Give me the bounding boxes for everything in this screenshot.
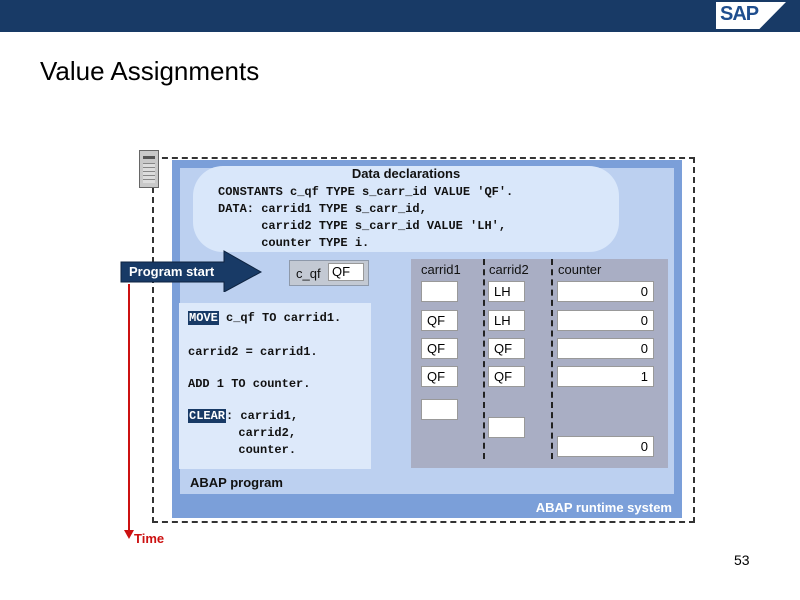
carrid1-cell [421,399,458,420]
statement-line: carrid2, [188,426,296,440]
counter-cell: 0 [557,310,654,331]
variables-panel: carrid1 carrid2 counter LH 0 QF LH 0 QF … [411,259,668,468]
page-title: Value Assignments [40,56,260,86]
sap-logo: SAP [716,2,786,29]
constant-box: c_qf QF [289,260,369,286]
program-start-arrow [120,250,263,292]
carrid1-cell [421,281,458,302]
statement-text: carrid2, [188,426,297,440]
data-declarations-bubble: Data declarations CONSTANTS c_qf TYPE s_… [193,166,619,252]
header-bar: SAP [0,0,800,32]
counter-cell: 1 [557,366,654,387]
statement-text: carrid2 = carrid1. [188,345,318,359]
column-header-carrid2: carrid2 [489,262,529,277]
carrid2-cell: LH [488,310,525,331]
statement-text: counter. [188,443,297,457]
time-frame-border [152,157,695,523]
page-number: 53 [734,552,750,568]
column-separator [483,259,485,459]
program-label: ABAP program [190,475,283,490]
statement-text: : carrid1, [226,409,299,423]
statement-keyword: MOVE [188,311,219,325]
statement-text: c_qf TO carrid1. [218,311,342,325]
declarations-title: Data declarations [351,166,461,181]
column-separator [551,259,553,459]
carrid1-cell: QF [421,338,458,359]
counter-cell: 0 [557,436,654,457]
statement-keyword: CLEAR [188,409,227,423]
runtime-label: ABAP runtime system [535,500,672,515]
carrid2-cell: QF [488,366,525,387]
statement-line: counter. [188,443,296,457]
statement-line: carrid2 = carrid1. [188,345,318,359]
constant-value: QF [328,263,364,281]
counter-cell: 0 [557,338,654,359]
statements-box: MOVE c_qf TO carrid1. carrid2 = carrid1.… [179,303,371,469]
declarations-code: CONSTANTS c_qf TYPE s_carr_id VALUE 'QF'… [218,185,514,250]
carrid1-cell: QF [421,310,458,331]
statement-line: ADD 1 TO counter. [188,377,310,391]
time-label: Time [134,531,165,546]
carrid2-cell: QF [488,338,525,359]
logo-text: SAP [720,3,759,25]
column-header-counter: counter [558,262,602,277]
counter-cell: 0 [557,281,654,302]
carrid2-cell [488,417,525,438]
program-start-label: Program start [129,264,215,279]
time-axis-arrow [124,284,134,539]
statement-line: CLEAR: carrid1, [188,409,298,423]
carrid1-cell: QF [421,366,458,387]
constant-name: c_qf [296,266,321,281]
statement-line: MOVE c_qf TO carrid1. [188,311,341,325]
column-header-carrid1: carrid1 [421,262,461,277]
carrid2-cell: LH [488,281,525,302]
server-icon [139,150,159,188]
statement-text: ADD 1 TO counter. [188,377,311,391]
